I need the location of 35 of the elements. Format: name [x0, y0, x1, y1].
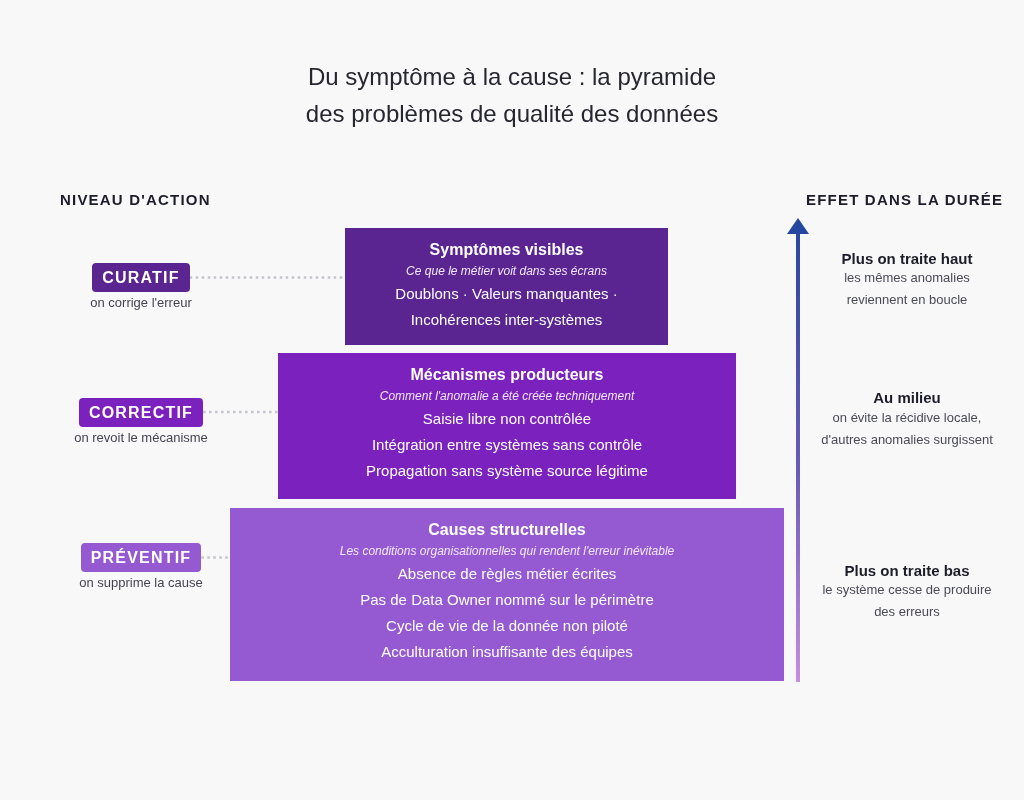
- level-caption: on supprime la cause: [79, 574, 203, 592]
- effect-description: les mêmes anomalies reviennent en boucle: [843, 269, 971, 309]
- effect-description: le système cesse de produire des erreurs: [821, 581, 993, 621]
- tier-item: Intégration entre systèmes sans contrôle: [370, 435, 644, 455]
- tier-item: Cycle de vie de la donnée non piloté: [385, 616, 629, 636]
- tier-subtitle: Ce que le métier voit dans ses écrans: [405, 263, 608, 280]
- tier-item: Doublons · Valeurs manquantes · Incohérences inter-systèmes: [394, 284, 619, 330]
- level-badge: CURATIF: [92, 263, 190, 292]
- pyramid-tier: [278, 353, 736, 499]
- tier-item: Propagation sans système source légitime: [365, 461, 649, 481]
- effect-description: on évite la récidive locale, d'autres anomalies surgissent: [820, 409, 994, 449]
- effect-heading: Plus on traite haut: [841, 249, 973, 269]
- dotted-connector: [201, 556, 230, 559]
- pyramid-tier: [230, 508, 784, 681]
- tier-subtitle: Comment l'anomalie a été créée techniquement: [378, 388, 636, 405]
- level-caption: on revoit le mécanisme: [74, 428, 208, 447]
- column-heading: NIVEAU D'ACTION: [60, 190, 211, 210]
- tier-item: Acculturation insuffisante des équipes: [380, 642, 634, 662]
- effect-heading: Au milieu: [873, 388, 941, 408]
- tier-subtitle: Les conditions organisationnelles qui rendent l'erreur inévitable: [338, 543, 676, 560]
- dotted-connector: [203, 410, 278, 414]
- tier-heading: Mécanismes producteurs: [409, 365, 605, 385]
- level-badge: CORRECTIF: [78, 397, 204, 427]
- dotted-connector: [189, 276, 345, 279]
- level-badge: PRÉVENTIF: [80, 543, 202, 572]
- tier-heading: Symptômes visibles: [428, 240, 585, 260]
- column-heading: EFFET DANS LA DURÉE: [806, 190, 1004, 210]
- tier-item: Pas de Data Owner nommé sur le périmètre: [359, 590, 655, 610]
- effect-heading: Plus on traite bas: [844, 561, 970, 581]
- level-caption: on corrige l'erreur: [90, 294, 192, 312]
- tier-item: Saisie libre non contrôlée: [421, 409, 593, 429]
- pyramid-tier: [345, 228, 668, 345]
- tier-item: Absence de règles métier écrites: [396, 564, 618, 584]
- tier-heading: Causes structurelles: [427, 520, 587, 540]
- diagram-title: Du symptôme à la cause : la pyramide des problèmes de qualité des données: [304, 62, 720, 129]
